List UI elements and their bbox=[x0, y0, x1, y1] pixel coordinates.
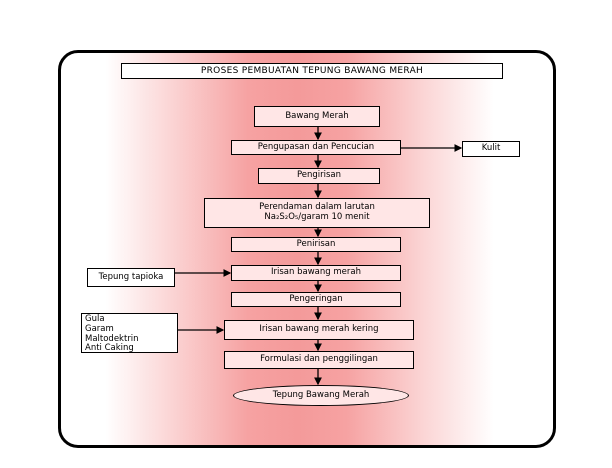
node-bahan-tambahan: Gula Garam Maltodektrin Anti Caking bbox=[81, 313, 178, 353]
node-pengirisan: Pengirisan bbox=[258, 168, 380, 184]
node-tepung-tapioka: Tepung tapioka bbox=[87, 268, 175, 287]
diagram-title: PROSES PEMBUATAN TEPUNG BAWANG MERAH bbox=[121, 63, 503, 79]
additive-item: Garam bbox=[85, 323, 114, 334]
node-kulit: Kulit bbox=[462, 141, 520, 157]
node-tepung-bawang-merah: Tepung Bawang Merah bbox=[233, 385, 409, 406]
node-pengupasan-pencucian: Pengupasan dan Pencucian bbox=[231, 140, 401, 155]
node-penirisan: Penirisan bbox=[231, 237, 401, 252]
node-irisan-bawang-merah: Irisan bawang merah bbox=[231, 265, 401, 281]
node-perendaman-line1: Perendaman dalam larutan bbox=[259, 202, 375, 213]
additive-item: Gula bbox=[85, 314, 105, 324]
node-bawang-merah: Bawang Merah bbox=[254, 106, 380, 127]
additive-item: Maltodektrin bbox=[85, 333, 139, 344]
node-formulasi-penggilingan: Formulasi dan penggilingan bbox=[224, 351, 414, 369]
node-pengeringan: Pengeringan bbox=[231, 292, 401, 307]
node-irisan-kering: Irisan bawang merah kering bbox=[224, 320, 414, 340]
additive-item: Anti Caking bbox=[85, 343, 134, 354]
node-perendaman-line2: Na₂S₂O₅/garam 10 menit bbox=[264, 212, 370, 222]
node-perendaman: Perendaman dalam larutan Na₂S₂O₅/garam 1… bbox=[204, 198, 430, 228]
